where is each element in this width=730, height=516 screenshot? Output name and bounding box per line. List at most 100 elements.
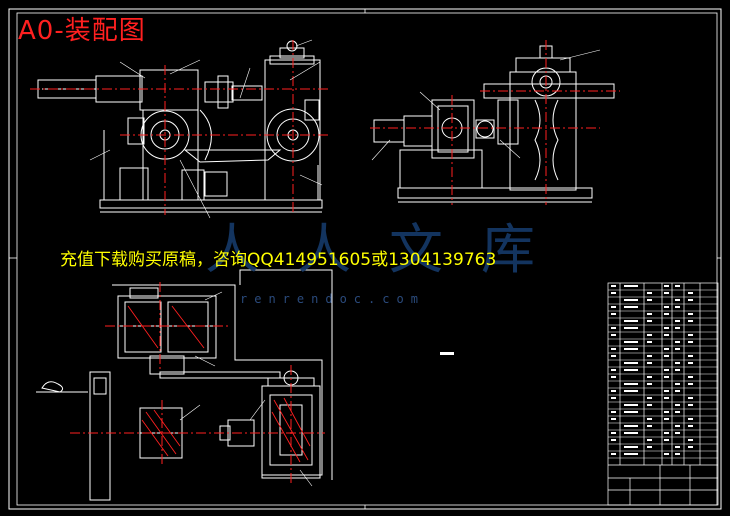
plan-view-leaders: [179, 291, 313, 487]
parts-list-cell-mark: [611, 306, 616, 308]
parts-list-cell-mark: [611, 432, 616, 434]
parts-list-cell-mark: [675, 327, 680, 329]
parts-list-cell-mark: [688, 292, 693, 294]
parts-list-cell-mark: [688, 299, 693, 301]
parts-list-cell-mark: [624, 404, 638, 406]
parts-list-cell-mark: [675, 299, 680, 301]
sheet-inner-border: [16, 12, 718, 506]
parts-list-cell-mark: [675, 320, 680, 322]
parts-list-cell-mark: [675, 362, 680, 364]
parts-list-cell-mark: [675, 348, 680, 350]
front-view-centerlines: [30, 40, 330, 215]
parts-list-cell-mark: [675, 369, 680, 371]
parts-list-cell-mark: [647, 292, 652, 294]
parts-list-cell-mark: [611, 313, 616, 315]
parts-list-cell-mark: [611, 397, 616, 399]
parts-list-cell-mark: [688, 397, 693, 399]
parts-list-cell-mark: [664, 369, 669, 371]
parts-list-cell-mark: [647, 397, 652, 399]
parts-list-cell-marks: [611, 285, 693, 455]
parts-list-cell-mark: [675, 306, 680, 308]
parts-list-cell-mark: [664, 390, 669, 392]
parts-list-cell-mark: [624, 432, 638, 434]
parts-list-cell-mark: [675, 390, 680, 392]
parts-list-cell-mark: [611, 390, 616, 392]
parts-list-cell-mark: [647, 446, 652, 448]
parts-list-cell-mark: [624, 453, 638, 455]
promo-text: 充值下载购买原稿，咨询QQ414951605或1304139763: [60, 250, 497, 270]
parts-list-cell-mark: [675, 411, 680, 413]
parts-list-cell-mark: [688, 362, 693, 364]
parts-list-cell-mark: [611, 285, 616, 287]
parts-list-cell-mark: [647, 313, 652, 315]
parts-list-cell-mark: [647, 404, 652, 406]
parts-list-cell-mark: [664, 397, 669, 399]
parts-list-cell-mark: [688, 355, 693, 357]
parts-list-cell-mark: [675, 341, 680, 343]
parts-list-cell-mark: [688, 418, 693, 420]
parts-list-cell-mark: [611, 334, 616, 336]
plan-view-hatching: [127, 305, 311, 463]
drawing-note-mark: [440, 352, 454, 355]
parts-list-cell-mark: [624, 348, 638, 350]
parts-list-cell-mark: [647, 355, 652, 357]
parts-list-cell-mark: [675, 404, 680, 406]
parts-list-cell-mark: [664, 348, 669, 350]
parts-list-cell-mark: [664, 285, 669, 287]
parts-list-rows: [608, 289, 718, 459]
parts-list-cell-mark: [624, 446, 638, 448]
parts-list-cell-mark: [688, 341, 693, 343]
parts-list-cell-mark: [688, 376, 693, 378]
parts-list-cell-mark: [664, 418, 669, 420]
plan-view-centerlines: [70, 282, 325, 485]
watermark-chinese: 人人文库: [205, 218, 573, 281]
parts-list-cell-mark: [688, 383, 693, 385]
parts-list-cell-mark: [664, 411, 669, 413]
side-view-leaders: [371, 49, 601, 161]
parts-list-cell-mark: [664, 376, 669, 378]
parts-list-cell-mark: [647, 362, 652, 364]
drawing-title: A0-装配图: [18, 16, 146, 46]
parts-list-cell-mark: [688, 334, 693, 336]
parts-list-cell-mark: [624, 383, 638, 385]
parts-list-cell-mark: [611, 369, 616, 371]
parts-list-cell-mark: [688, 313, 693, 315]
parts-list-cell-mark: [688, 404, 693, 406]
parts-list-cell-mark: [624, 327, 638, 329]
parts-list-cell-mark: [624, 320, 638, 322]
parts-list-cell-mark: [624, 369, 638, 371]
parts-list-cell-mark: [664, 432, 669, 434]
parts-list-cell-mark: [611, 453, 616, 455]
parts-list-cell-mark: [688, 320, 693, 322]
parts-list-cell-mark: [664, 313, 669, 315]
watermark-url: renrendoc.com: [240, 292, 425, 306]
parts-list-cell-mark: [624, 362, 638, 364]
parts-list-cell-mark: [675, 453, 680, 455]
parts-list-cell-mark: [647, 299, 652, 301]
parts-list-cell-mark: [611, 348, 616, 350]
parts-list-cell-mark: [647, 334, 652, 336]
parts-list-cell-mark: [624, 425, 638, 427]
parts-list-cell-mark: [647, 341, 652, 343]
parts-list-cell-mark: [675, 432, 680, 434]
parts-list-cell-mark: [675, 383, 680, 385]
parts-list-cell-mark: [611, 355, 616, 357]
parts-list-cell-mark: [611, 292, 616, 294]
parts-list-cell-mark: [624, 341, 638, 343]
parts-list-cell-mark: [624, 306, 638, 308]
parts-list-cell-mark: [611, 439, 616, 441]
parts-list-cell-mark: [688, 446, 693, 448]
parts-list-cell-mark: [647, 439, 652, 441]
parts-list-cell-mark: [647, 418, 652, 420]
parts-list-cell-mark: [647, 376, 652, 378]
parts-list-cell-mark: [675, 285, 680, 287]
parts-list-cell-mark: [664, 453, 669, 455]
parts-list-cell-mark: [664, 306, 669, 308]
parts-list-cell-mark: [611, 411, 616, 413]
parts-list-cell-mark: [611, 376, 616, 378]
parts-list-cell-mark: [624, 285, 638, 287]
parts-list-table: [607, 282, 719, 506]
title-block: [608, 464, 718, 505]
parts-list-cell-mark: [688, 425, 693, 427]
